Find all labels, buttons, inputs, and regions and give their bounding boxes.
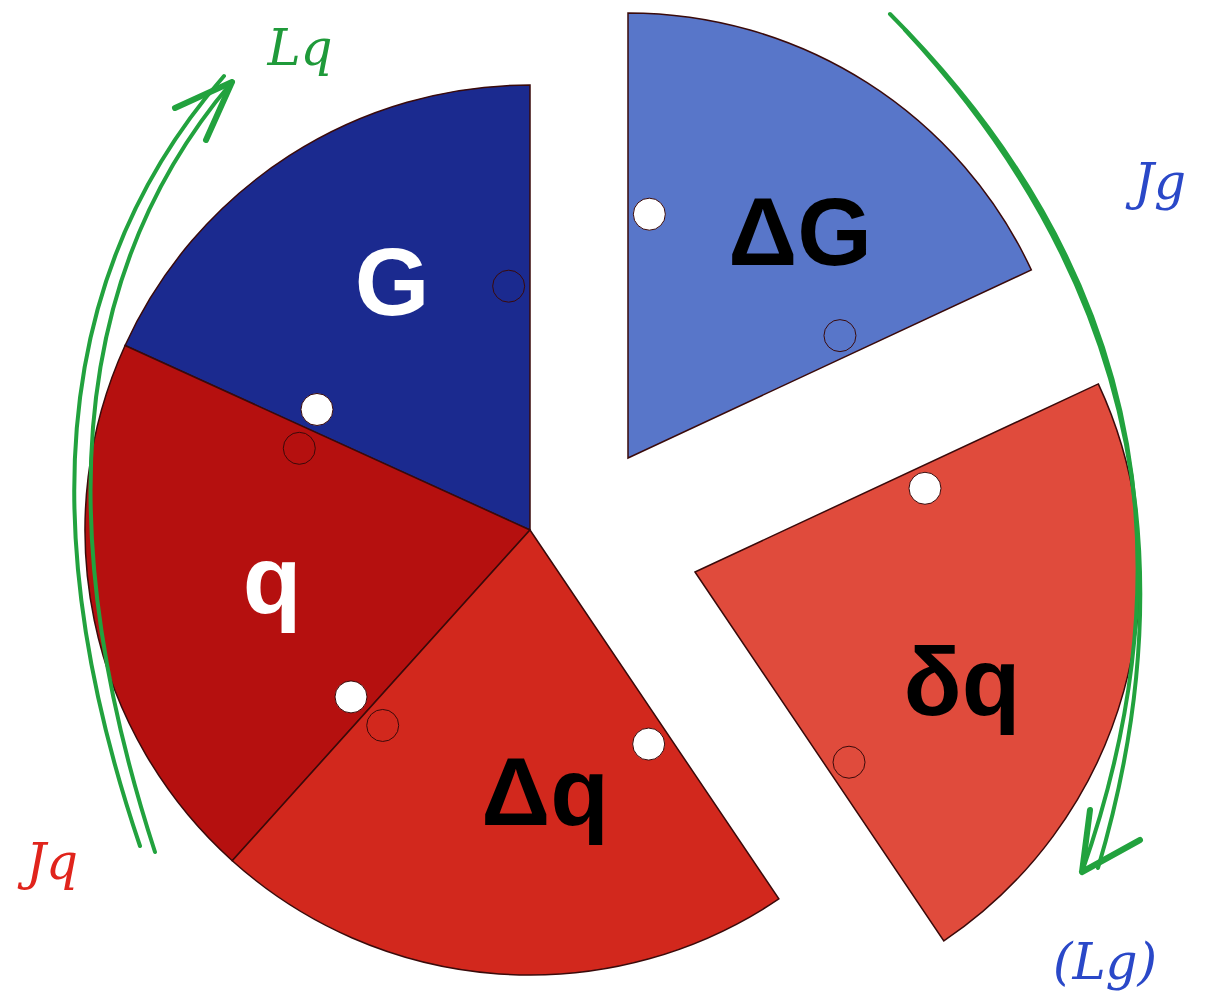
piece-label: Δq	[481, 744, 609, 840]
puzzle-knob	[833, 746, 865, 778]
puzzle-knob	[335, 681, 367, 713]
puzzle-knob	[493, 270, 525, 302]
puzzle-knob	[824, 320, 856, 352]
transversity-piece: δq	[904, 634, 1021, 730]
orbital-gluon-label: (Lg)	[1053, 937, 1157, 987]
puzzle-knob	[301, 393, 333, 425]
quark-angular-label: Jq	[26, 837, 78, 887]
sector-shape	[628, 13, 1031, 458]
gluon-angular-label: Jg	[1134, 157, 1186, 207]
puzzle-knob	[367, 709, 399, 741]
puzzle-knob	[633, 198, 665, 230]
puzzle-knob	[283, 432, 315, 464]
gluon-piece: G	[355, 234, 430, 330]
piece-label: G	[355, 234, 430, 330]
puzzle-knob	[633, 728, 665, 760]
sector-shape	[695, 384, 1140, 941]
pie-pieces	[85, 13, 1140, 975]
piece-label: q	[243, 532, 302, 628]
piece-label: δq	[904, 634, 1021, 730]
piece-label: ΔG	[728, 184, 872, 280]
gluon-spin-piece: ΔG	[728, 184, 872, 280]
puzzle-knob	[909, 472, 941, 504]
quark-helicity-piece: Δq	[481, 744, 609, 840]
orbital-quark-label: Lq	[267, 23, 332, 73]
sector-shape	[232, 530, 779, 975]
rotation-arrows	[74, 14, 1140, 872]
quark-piece: q	[243, 532, 302, 628]
